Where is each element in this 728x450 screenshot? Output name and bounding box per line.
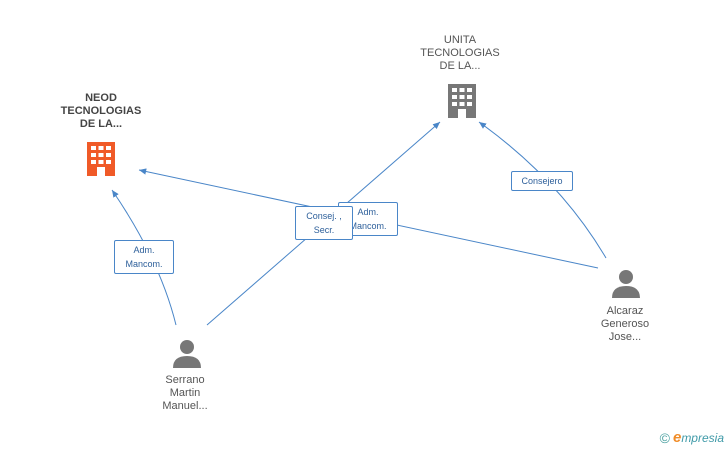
serrano-label-line-3: Manuel... [162,400,208,412]
person-node-serrano-label[interactable]: Serrano Martin Manuel... [130,374,240,413]
person-icon[interactable] [611,268,641,298]
alcaraz-label-line-2: Generoso [600,318,650,330]
alcaraz-label-line-3: Jose... [608,331,642,343]
company-node-unita-label[interactable]: UNITA TECNOLOGIAS DE LA... [405,34,515,73]
edge-label-line: Consej. , [306,211,342,221]
edge-label-line: Consejero [521,176,563,186]
neod-label-line-1: NEOD [85,92,117,104]
brand-footer: © empresia [660,429,724,446]
brand-logo[interactable]: empresia [673,429,724,446]
edge-label-line: Secr. [313,225,335,235]
serrano-label-line-1: Serrano [165,374,205,386]
edge-label-alcaraz-unita[interactable]: Consejero [511,171,573,191]
edge-label-line: Adm. [133,245,155,255]
edge-label-serrano-unita[interactable]: Consej. , Secr. [295,206,353,240]
edge-label-line: Mancom. [125,259,163,269]
unita-label-line-3: DE LA... [439,60,481,72]
unita-label-line-2: TECNOLOGIAS [420,47,500,59]
brand-name: mpresia [681,431,724,445]
edge-label-serrano-neod[interactable]: Adm. Mancom. [114,240,174,274]
building-icon[interactable] [85,142,117,176]
edge-label-line: Mancom. [349,221,387,231]
brand-initial: e [672,429,682,446]
neod-label-line-2: TECNOLOGIAS [60,105,142,117]
person-node-alcaraz-label[interactable]: Alcaraz Generoso Jose... [570,305,680,344]
copyright-symbol: © [659,429,670,446]
building-icon[interactable] [446,84,478,118]
company-node-neod-label[interactable]: NEOD TECNOLOGIAS DE LA... [46,92,156,131]
unita-label-line-1: UNITA [443,34,477,46]
serrano-label-line-2: Martin [169,387,201,399]
alcaraz-label-line-1: Alcaraz [606,305,644,317]
person-icon[interactable] [172,338,202,368]
neod-label-line-3: DE LA... [79,118,123,130]
edge-label-line: Adm. [357,207,379,217]
